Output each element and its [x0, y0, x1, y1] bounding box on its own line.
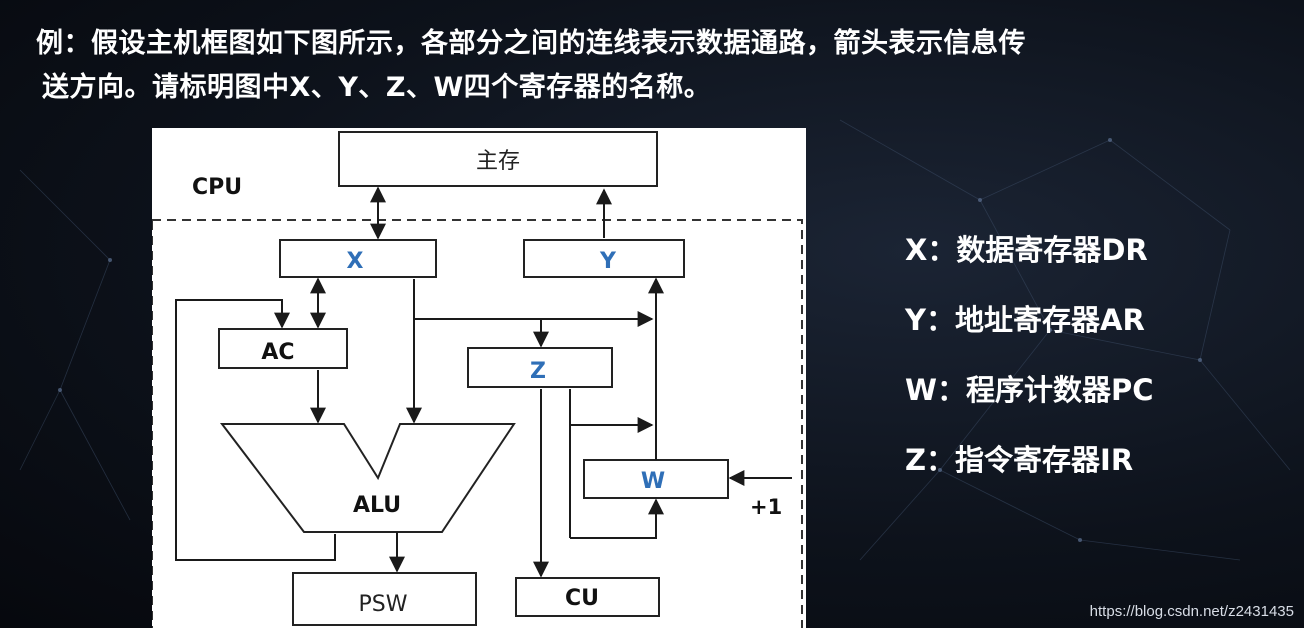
register-z-box — [467, 347, 613, 388]
main-memory-box — [338, 131, 658, 187]
register-w-label: W — [641, 469, 665, 494]
answer-y: Y：地址寄存器AR — [905, 303, 1145, 337]
psw-box — [292, 572, 477, 626]
answer-w: W：程序计数器PC — [905, 373, 1154, 407]
answer-z: Z：指令寄存器IR — [905, 443, 1134, 477]
register-x-box — [279, 239, 437, 278]
ac-label: AC — [261, 340, 294, 365]
register-x-label: X — [347, 249, 364, 274]
watermark: https://blog.csdn.net/z2431435 — [1089, 603, 1294, 620]
question-text: 例：假设主机框图如下图所示，各部分之间的连线表示数据通路，箭头表示信息传 送方向… — [36, 22, 1276, 110]
alu-shape — [219, 423, 516, 533]
cpu-label: CPU — [192, 175, 242, 200]
question-line-1: 例：假设主机框图如下图所示，各部分之间的连线表示数据通路，箭头表示信息传 — [36, 28, 1026, 59]
main-memory-label: 主存 — [476, 149, 520, 174]
increment-label: +1 — [750, 495, 782, 519]
feedback-alu-to-ac — [175, 299, 336, 561]
ac-box — [218, 328, 348, 369]
psw-label: PSW — [359, 592, 408, 617]
host-block-diagram: CPU 主存 X Y AC Z ALU W PSW CU +1 — [152, 131, 803, 628]
arrow-z-w — [570, 498, 664, 539]
cpu-boundary — [152, 219, 803, 628]
question-line-2: 送方向。请标明图中X、Y、Z、W四个寄存器的名称。 — [42, 72, 712, 103]
register-w-box — [583, 459, 729, 499]
answer-x: X：数据寄存器DR — [905, 233, 1148, 267]
diagram-panel: CPU 主存 X Y AC Z ALU W PSW CU +1 — [152, 128, 806, 628]
register-y-box — [523, 239, 685, 278]
cu-label: CU — [565, 586, 599, 611]
register-z-label: Z — [530, 359, 546, 384]
register-y-label: Y — [599, 249, 617, 274]
cu-box — [515, 577, 660, 617]
answer-list: X：数据寄存器DR Y：地址寄存器AR W：程序计数器PC Z：指令寄存器IR — [905, 228, 1154, 508]
alu-label: ALU — [353, 493, 401, 518]
